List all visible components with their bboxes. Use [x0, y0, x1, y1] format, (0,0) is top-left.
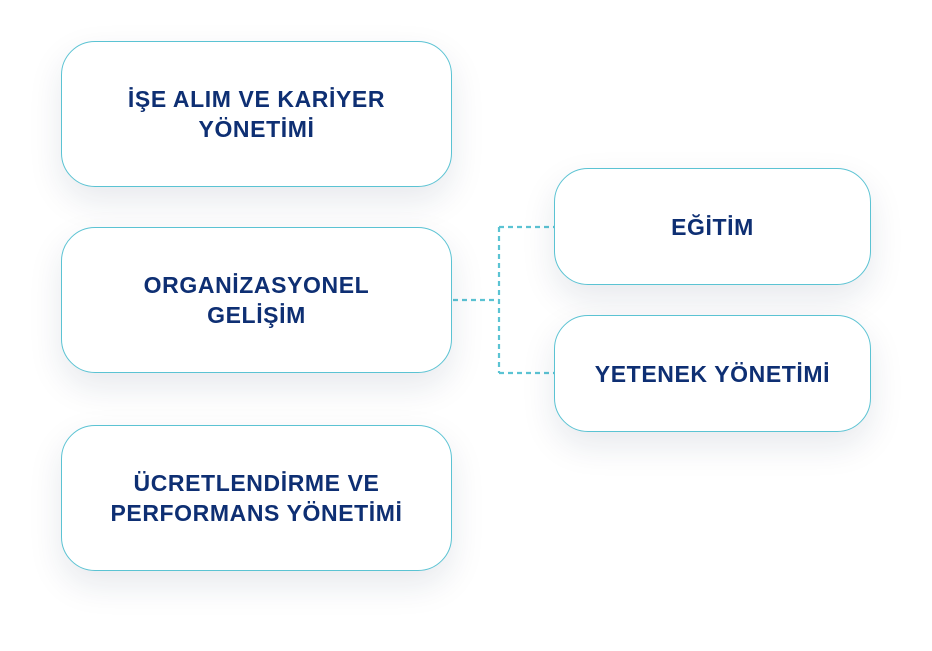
card-label: İŞE ALIM VE KARİYER YÖNETİMİ	[128, 84, 385, 144]
card-label-line: ORGANİZASYONEL	[143, 272, 370, 298]
card-label-line: YÖNETİMİ	[198, 116, 315, 142]
card-organizasyonel-gelisim[interactable]: ORGANİZASYONEL GELİŞİM	[61, 227, 452, 373]
card-label: YETENEK YÖNETİMİ	[594, 360, 831, 387]
card-yetenek-yonetimi[interactable]: YETENEK YÖNETİMİ	[554, 315, 871, 432]
card-ucretlendirme-ve-performans-yonetimi[interactable]: ÜCRETLENDİRME VE PERFORMANS YÖNETİMİ	[61, 425, 452, 571]
card-ise-alim-ve-kariyer-yonetimi[interactable]: İŞE ALIM VE KARİYER YÖNETİMİ	[61, 41, 452, 187]
card-label-line: İŞE ALIM VE KARİYER	[127, 86, 386, 112]
card-label: ORGANİZASYONEL GELİŞİM	[144, 270, 370, 330]
card-label: ÜCRETLENDİRME VE PERFORMANS YÖNETİMİ	[110, 468, 402, 528]
card-label: EĞİTİM	[671, 213, 754, 240]
card-label-line: ÜCRETLENDİRME VE	[133, 470, 380, 496]
card-egitim[interactable]: EĞİTİM	[554, 168, 871, 285]
card-label-line: PERFORMANS YÖNETİMİ	[110, 500, 403, 526]
card-label-line: GELİŞİM	[207, 302, 306, 328]
